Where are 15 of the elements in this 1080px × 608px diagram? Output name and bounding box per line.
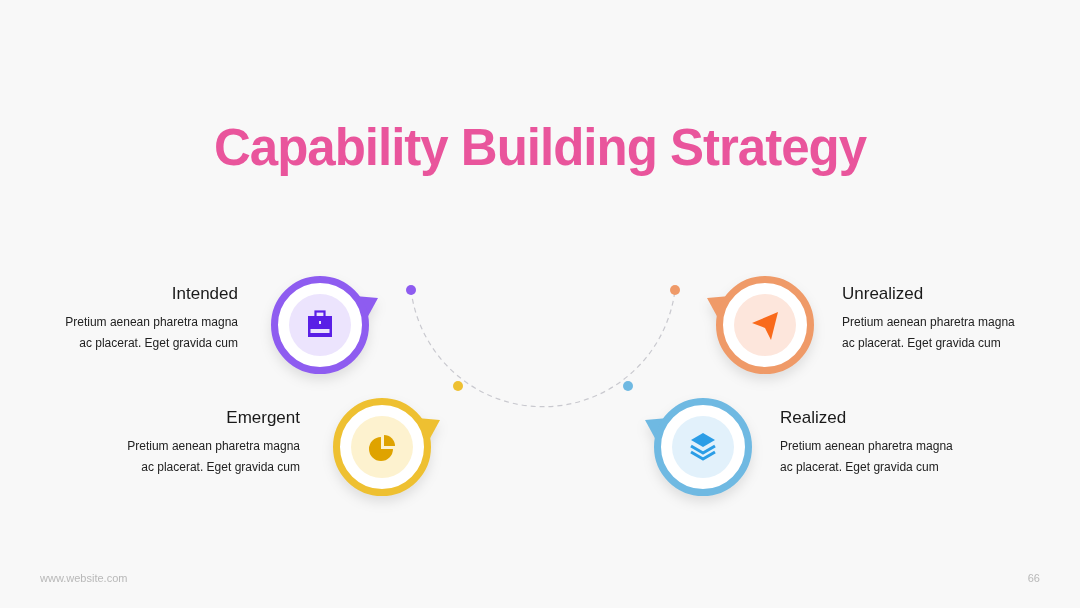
speech-bubble-circle <box>705 275 815 375</box>
step-heading: Unrealized <box>842 284 924 304</box>
step-heading: Intended <box>171 284 238 304</box>
step-heading: Emergent <box>226 408 300 428</box>
speech-bubble-circle <box>270 275 380 375</box>
step-description: Pretium aenean pharetra magna ac placerat. Eget gravida cum <box>126 438 300 476</box>
step-description: Pretium aenean pharetra magna ac placerat. Eget gravida cum <box>64 314 238 352</box>
step-description: Pretium aenean pharetra magna ac placerat. Eget gravida cum <box>780 438 954 476</box>
speech-bubble-circle <box>332 397 442 497</box>
speech-bubble-circle <box>643 397 753 497</box>
page-number: 66 <box>1027 571 1040 585</box>
footer-url: www.website.com <box>40 571 128 585</box>
step-description: Pretium aenean pharetra magna ac placerat. Eget gravida cum <box>842 314 1016 352</box>
step-heading: Realized <box>780 408 847 428</box>
title: Capability Building Strategy <box>213 118 867 178</box>
